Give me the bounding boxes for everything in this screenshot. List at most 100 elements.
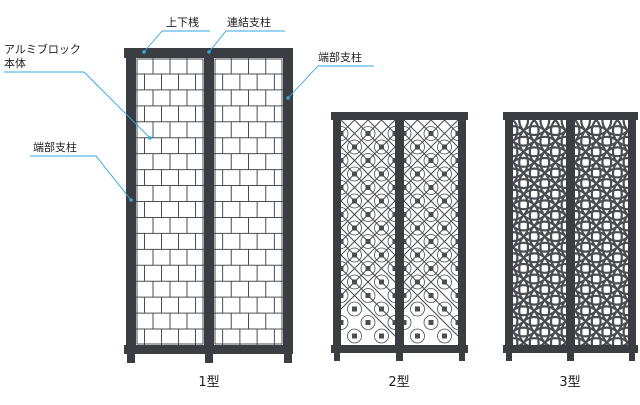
leader-dot-end-post-right — [286, 96, 290, 100]
shippo-ring — [513, 262, 540, 296]
shippo-ring — [622, 150, 628, 175]
lattice-node — [428, 185, 434, 190]
lattice-ring — [374, 274, 389, 290]
lattice-node — [442, 144, 447, 150]
shippo-ring — [560, 192, 566, 217]
type2-center-foot — [396, 353, 403, 361]
shippo-ring — [622, 256, 628, 281]
lattice-ring — [410, 139, 425, 155]
shippo-ring — [575, 330, 581, 345]
lattice-line — [404, 254, 458, 310]
shippo-ring — [539, 315, 566, 345]
lattice-ring — [437, 274, 452, 290]
shippo-ring — [580, 209, 613, 243]
lattice-ring — [360, 180, 376, 195]
caption-type1: 1型 — [198, 375, 219, 390]
shippo-ring — [575, 262, 602, 296]
shippo-ring — [513, 199, 540, 232]
lattice-line — [404, 120, 445, 162]
lattice-node — [404, 266, 407, 271]
leader-dot-connecting-post — [207, 50, 211, 54]
lattice-node — [415, 225, 420, 231]
type1-connecting-post — [204, 48, 214, 354]
lattice-ring — [404, 180, 412, 195]
lattice-ring — [374, 328, 389, 344]
lattice-ring — [404, 315, 412, 330]
lattice-node — [392, 131, 395, 136]
lattice-ring — [347, 193, 362, 209]
lattice-ring — [387, 126, 395, 141]
shippo-ring — [513, 146, 530, 179]
lattice-ring — [437, 220, 452, 236]
shippo-ring — [518, 231, 551, 264]
lattice-line — [341, 227, 395, 283]
lattice-node — [379, 279, 384, 285]
lattice-ring — [387, 207, 395, 222]
shippo-ring — [487, 349, 517, 379]
lattice-node — [455, 266, 458, 271]
shippo-ring — [601, 273, 628, 306]
lattice-ring — [347, 139, 362, 155]
lattice-line — [404, 132, 458, 189]
shippo-ring — [477, 211, 507, 241]
label-end-post-right: 端部支柱 — [318, 50, 362, 64]
lattice-line — [404, 186, 458, 243]
lattice-node — [379, 144, 384, 150]
shippo-ring — [528, 305, 561, 338]
shippo-ring — [575, 139, 581, 164]
type3-right-foot — [629, 353, 635, 361]
shippo-ring — [592, 349, 622, 379]
shippo-ring — [590, 178, 623, 211]
lattice-node — [352, 333, 357, 339]
lattice-ring — [347, 328, 362, 344]
lattice-ring — [360, 315, 376, 330]
lattice-line — [341, 227, 395, 283]
shippo-ring — [622, 213, 628, 239]
shippo-ring — [539, 125, 566, 158]
lattice-ring — [360, 261, 376, 276]
type2-right-panel-pattern — [404, 120, 458, 344]
shippo-ring — [575, 203, 581, 228]
lattice-node — [404, 131, 407, 136]
lattice-ring — [374, 139, 389, 155]
lattice-ring — [423, 288, 439, 303]
lattice-line — [404, 213, 458, 270]
lattice-line — [404, 120, 458, 175]
shippo-ring — [518, 273, 551, 306]
shippo-ring — [580, 294, 613, 327]
type1-screen — [124, 48, 293, 363]
lattice-node — [352, 144, 357, 150]
lattice-node — [352, 171, 357, 177]
lattice-ring — [423, 180, 439, 195]
shippo-ring — [477, 317, 507, 347]
lattice-node — [365, 266, 371, 271]
shippo-ring — [513, 266, 519, 292]
lattice-node — [415, 171, 420, 177]
shippo-ring — [513, 245, 519, 270]
shippo-ring — [539, 146, 566, 179]
lattice-node — [392, 293, 395, 298]
lattice-ring — [360, 207, 376, 222]
lattice-ring — [450, 153, 458, 168]
shippo-ring — [528, 284, 561, 317]
label-end-post-left: 端部支柱 — [33, 140, 77, 154]
shippo-ring — [590, 120, 623, 147]
shippo-ring — [575, 160, 581, 186]
shippo-ring — [603, 337, 628, 345]
lattice-line — [341, 132, 395, 189]
lattice-ring — [410, 328, 425, 344]
shippo-ring — [513, 309, 519, 334]
lattice-node — [442, 333, 447, 339]
lattice-line — [341, 120, 395, 175]
shippo-ring — [513, 224, 519, 249]
shippo-ring — [622, 192, 628, 217]
lattice-node — [428, 158, 434, 163]
lattice-ring — [410, 301, 425, 317]
shippo-ring — [575, 266, 581, 292]
lattice-line — [341, 120, 382, 162]
shippo-ring — [580, 167, 613, 200]
lattice-node — [365, 212, 371, 217]
shippo-ring — [539, 209, 566, 243]
leader-top-bottom-rail — [143, 30, 210, 53]
lattice-ring — [437, 328, 452, 344]
